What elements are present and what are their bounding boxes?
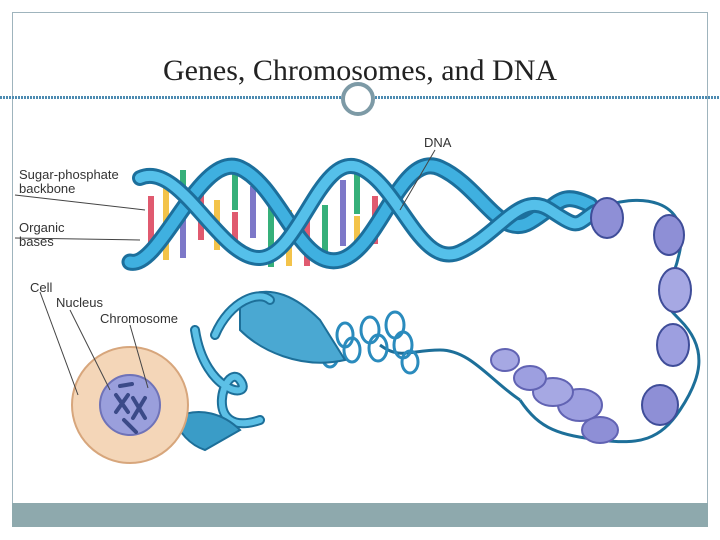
slide-frame-left-lower — [12, 100, 13, 503]
slide-frame-right — [707, 12, 708, 100]
slide-frame-top — [12, 12, 708, 13]
slide-title: Genes, Chromosomes, and DNA — [162, 54, 558, 87]
coiled-chromatin-loops — [320, 310, 420, 375]
label-cell: Cell — [30, 280, 53, 295]
label-chromosome: Chromosome — [100, 311, 179, 326]
label-nucleus: Nucleus — [56, 295, 103, 310]
chromosome-shapes — [114, 382, 147, 434]
label-bases: bases — [19, 234, 54, 249]
label-sugar-phosphate: Sugar-phosphate — [19, 167, 119, 182]
label-organic: Organic — [19, 220, 65, 235]
nucleosomes — [490, 197, 692, 444]
slide-frame-right-lower — [707, 100, 708, 503]
chromosome-arm — [173, 290, 347, 452]
label-backbone: backbone — [19, 181, 76, 196]
label-dna: DNA — [424, 135, 452, 150]
sugar-phosphate-backbone — [121, 157, 603, 271]
leader-lines — [14, 149, 436, 396]
title-ring-ornament — [341, 82, 375, 116]
bottom-bar — [12, 503, 708, 527]
cell — [71, 346, 189, 464]
slide-frame-left — [12, 12, 13, 100]
